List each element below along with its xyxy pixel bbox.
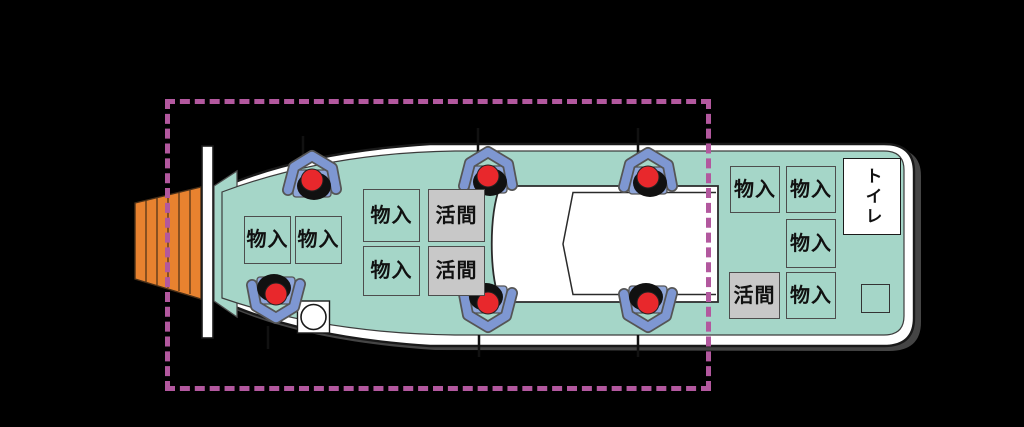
small-empty-box	[861, 284, 890, 313]
livewell-box: 活間	[729, 272, 780, 319]
livewell-box: 活間	[428, 189, 485, 242]
storage-box: 物入	[244, 216, 291, 264]
storage-box: 物入	[363, 246, 420, 296]
storage-box: 物入	[295, 216, 342, 264]
storage-box: 物入	[363, 189, 420, 242]
fishing-rods	[266, 128, 640, 357]
storage-box: 物入	[786, 166, 836, 213]
storage-box: 物入	[786, 219, 836, 268]
deck-hatch	[296, 300, 331, 334]
fishing-zone-outline	[165, 99, 711, 391]
toilet-box: トイレ	[843, 158, 901, 235]
storage-box: 物入	[730, 166, 780, 213]
toilet-label: トイレ	[862, 166, 882, 227]
cabin-hatch	[490, 185, 719, 303]
storage-box: 物入	[786, 272, 836, 319]
bow-crossbar	[201, 145, 214, 339]
livewell-box: 活間	[428, 246, 485, 296]
